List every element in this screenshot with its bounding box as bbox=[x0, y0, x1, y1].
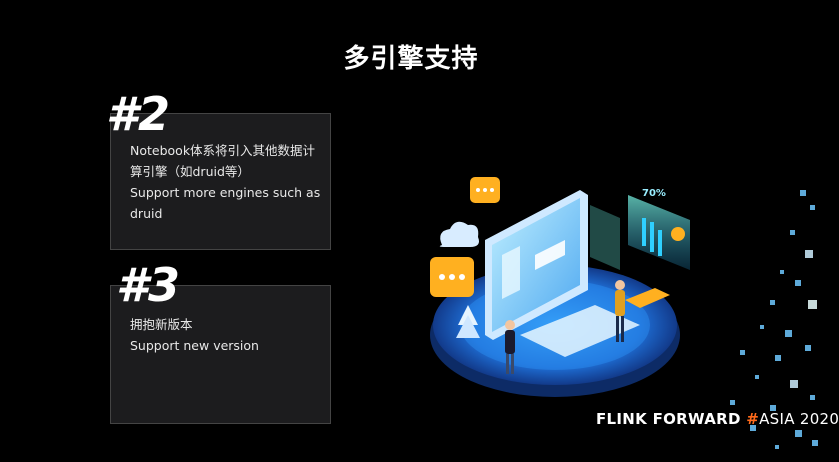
isometric-computer-illustration: 70% bbox=[430, 177, 690, 397]
feature-number-2: #2 bbox=[106, 87, 171, 141]
person-left-figure bbox=[505, 320, 515, 374]
feature-text-3: 拥抱新版本 Support new version bbox=[130, 314, 320, 356]
feature-2-line-2: 算引擎（如druid等） bbox=[130, 164, 250, 179]
feature-2-line-4: druid bbox=[130, 206, 163, 221]
feature-3-line-2: Support new version bbox=[130, 338, 259, 353]
brand-hash: # bbox=[746, 410, 760, 428]
feature-text-2: Notebook体系将引入其他数据计 算引擎（如druid等） Support … bbox=[130, 140, 320, 224]
data-particles-decoration bbox=[730, 190, 818, 449]
cloud-icon bbox=[439, 221, 479, 247]
event-brand-logo: FLINK FORWARD #ASIA 2020 bbox=[596, 410, 839, 428]
feature-card-3 bbox=[110, 285, 331, 424]
feature-2-line-3: Support more engines such as bbox=[130, 185, 321, 200]
slide-title: 多引擎支持 bbox=[343, 44, 479, 74]
percent-label: 70% bbox=[642, 188, 666, 199]
feature-number-3: #3 bbox=[116, 258, 181, 312]
keyboard bbox=[520, 305, 640, 357]
feature-card-2 bbox=[110, 113, 331, 250]
brand-main: FLINK FORWARD bbox=[596, 410, 747, 428]
person-right-figure bbox=[615, 280, 625, 342]
brand-event: ASIA 2020 bbox=[759, 410, 839, 428]
phone-icon bbox=[625, 288, 670, 308]
feature-3-line-1: 拥抱新版本 bbox=[130, 317, 193, 332]
feature-2-line-1: Notebook体系将引入其他数据计 bbox=[130, 143, 316, 158]
